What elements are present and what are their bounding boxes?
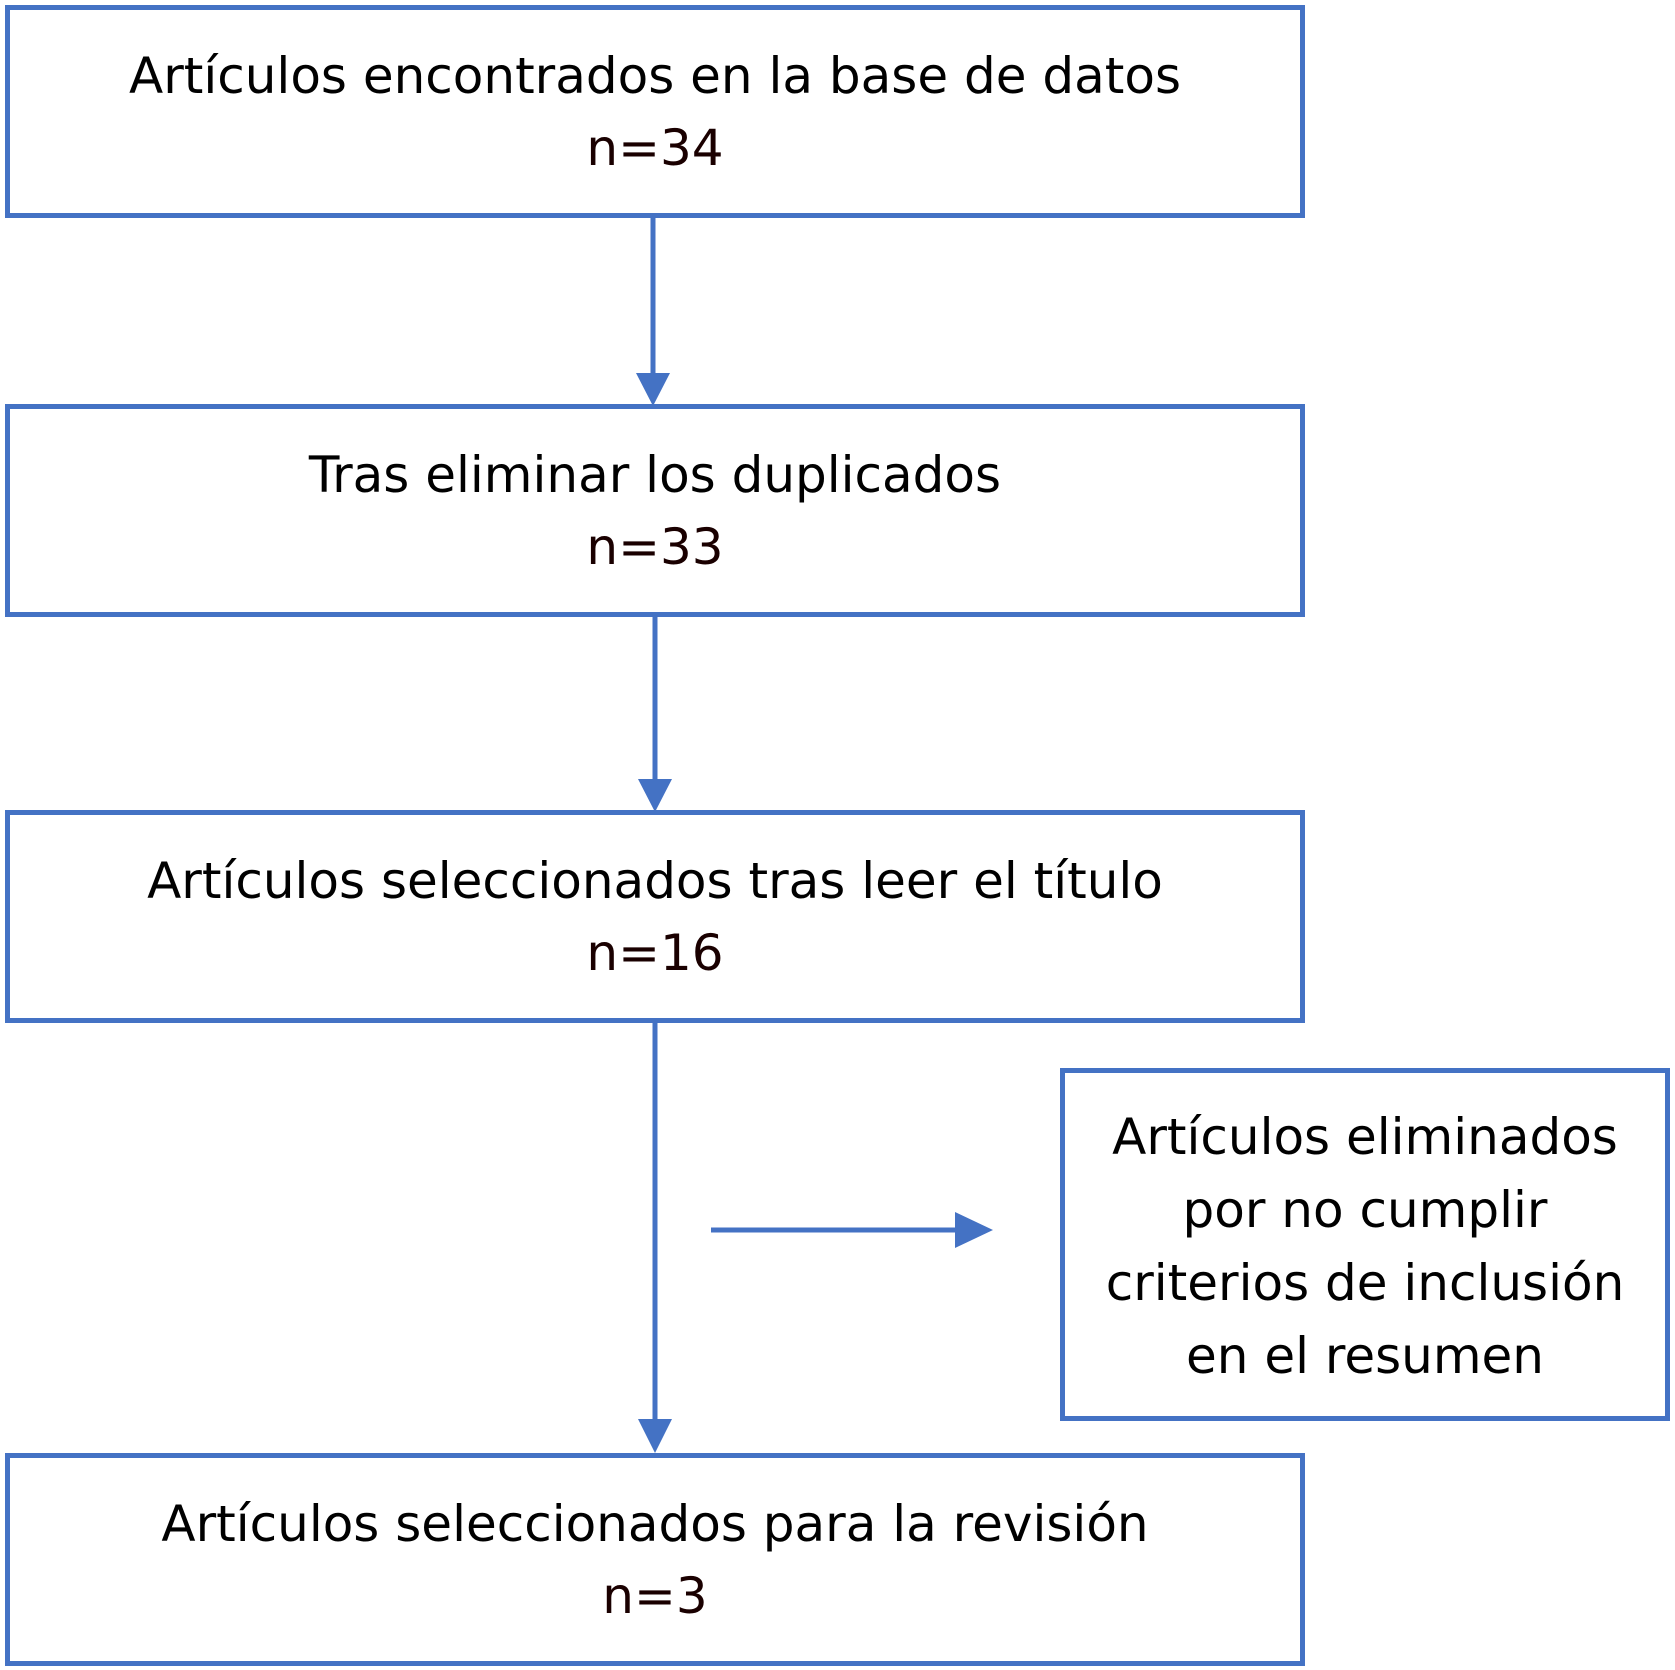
step-box-deduplicated: Tras eliminar los duplicados n=33	[5, 404, 1305, 617]
step-label: Artículos seleccionados tras leer el tít…	[147, 851, 1163, 910]
step-count: n=33	[586, 517, 724, 576]
arrow-step3-to-step4	[638, 1023, 672, 1453]
excluded-box: Artículos eliminados por no cumplir crit…	[1060, 1068, 1670, 1421]
step-box-selected-for-review: Artículos seleccionados para la revisión…	[5, 1453, 1305, 1666]
arrow-step2-to-step3	[638, 617, 672, 812]
step-label: Artículos encontrados en la base de dato…	[128, 46, 1182, 105]
arrow-to-excluded	[711, 1212, 993, 1248]
step-count: n=34	[586, 118, 724, 177]
step-box-title-screened: Artículos seleccionados tras leer el tít…	[5, 810, 1305, 1023]
excluded-line: Artículos eliminados	[1112, 1107, 1618, 1166]
excluded-line: por no cumplir	[1182, 1180, 1548, 1239]
step-label: Artículos seleccionados para la revisión	[161, 1494, 1149, 1553]
excluded-line: en el resumen	[1185, 1326, 1544, 1385]
excluded-line: criterios de inclusión	[1105, 1253, 1625, 1312]
step-count: n=3	[602, 1566, 708, 1625]
step-box-found: Artículos encontrados en la base de dato…	[5, 5, 1305, 218]
step-count: n=16	[586, 923, 724, 982]
arrow-step1-to-step2	[636, 218, 670, 406]
step-label: Tras eliminar los duplicados	[308, 445, 1002, 504]
